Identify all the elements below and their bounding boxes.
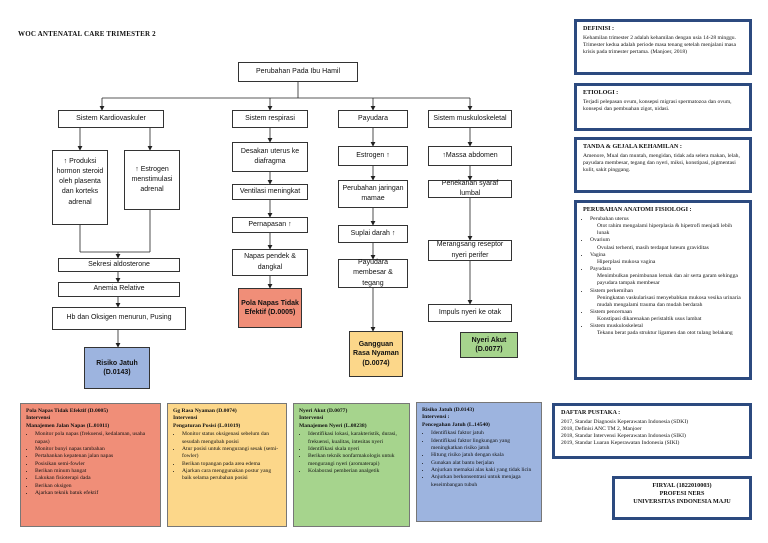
diagnosis-nyeri-akut: Nyeri Akut (D.0077) bbox=[460, 332, 518, 358]
list-item: Anjurkan memakai alas kaki yang tidak li… bbox=[431, 467, 536, 474]
musku-header: Sistem muskuloskeletal bbox=[428, 110, 512, 128]
intervention-box-pola-napas: Pola Napas Tidak Efektif (D.0005) Interv… bbox=[20, 403, 161, 527]
list-item: Identifikasi lokasi, karakteristik, dura… bbox=[308, 431, 404, 446]
list-item: Berikan teknik nonfarmakologis untuk men… bbox=[308, 453, 404, 468]
author-university: UNIVERSITAS INDONESIA MAJU bbox=[633, 498, 731, 506]
list-item: 2019, Standar Luaran Keperawatan Indones… bbox=[561, 440, 680, 447]
musku-step-2: Penekanan syaraf lumbal bbox=[428, 180, 512, 198]
list-item: Berikan oksigen bbox=[35, 483, 155, 490]
perubahan-heading: PERUBAHAN ANATOMI FISIOLOGI : bbox=[583, 206, 692, 213]
intervention-box-risiko-jatuh: Risiko Jatuh (D.0143) Intervensi : Pence… bbox=[416, 402, 542, 522]
diagnosis-risiko-jatuh: Risiko Jatuh (D.0143) bbox=[84, 347, 150, 389]
respirasi-step-1: Desakan uterus ke diafragma bbox=[232, 142, 308, 172]
author-program: PROFESI NERS bbox=[659, 490, 705, 498]
list-item: Identifikasi skala nyeri bbox=[308, 446, 404, 453]
list-item: Monitor pola napas (frekuensi, kedalaman… bbox=[35, 431, 155, 446]
diagnosis-rasa-nyaman: Gangguan Rasa Nyaman (D.0074) bbox=[349, 331, 403, 377]
list-item: Gunakan alat bantu berjalan bbox=[431, 460, 536, 467]
respirasi-step-3: Pernapasan ↑ bbox=[232, 217, 308, 233]
list-item: Berikan topangan pada area edema bbox=[182, 461, 281, 468]
respirasi-step-2: Ventilasi meningkat bbox=[232, 184, 308, 200]
payudara-step-2: Perubahan jaringan mamae bbox=[338, 180, 408, 208]
list-item: 2018, Standar Intervensi Keperawatan Ind… bbox=[561, 433, 686, 440]
list-item: 2018, Definisi ANC TM 2, Manjoer bbox=[561, 426, 642, 433]
author-box: FIRYAL (1822010003) PROFESI NERS UNIVERS… bbox=[612, 476, 752, 520]
etiologi-text: Terjadi pelepasan ovum, konsepsi migrasi… bbox=[583, 98, 732, 113]
list-item: Berikan minum hangat bbox=[35, 468, 155, 475]
respirasi-step-4: Napas pendek & dangkal bbox=[232, 249, 308, 276]
list-item: Posisikan semi-fowler bbox=[35, 461, 155, 468]
cardio-left-node: ↑ Produksi hormon steroid oleh plasenta … bbox=[52, 150, 108, 225]
musku-step-1: ↑Massa abdomen bbox=[428, 146, 512, 166]
list-item: Monitor bunyi napas tambahan bbox=[35, 446, 155, 453]
list-item: Ajarkan teknik batuk efektif bbox=[35, 490, 155, 497]
intervention-box-rasa-nyaman: Gg Rasa Nyaman (D.0074) Intervensi Penga… bbox=[167, 403, 287, 527]
list-item: Identifikasi faktor lingkungan yang meni… bbox=[431, 438, 536, 453]
root-label: Perubahan Pada Ibu Hamil bbox=[255, 67, 341, 75]
list-item: Monitor status oksigenasi sebelum dan se… bbox=[182, 431, 281, 446]
cardio-step-1: Sekresi aldosterone bbox=[58, 258, 180, 272]
list-item: Hitung risiko jatuh dengan skala bbox=[431, 452, 536, 459]
tanda-text: Amenore, Mual dan muntah, mengidan, tida… bbox=[583, 152, 740, 174]
diagnosis-pola-napas: Pola Napas Tidak Efektif (D.0005) bbox=[238, 288, 302, 328]
list-item: Atur posisi untuk mengurangi sesak (semi… bbox=[182, 446, 281, 461]
musku-step-3: Merangsang reseptor nyeri perifer bbox=[428, 240, 512, 261]
list-item: 2017, Standar Diagnosis Keperawatan Indo… bbox=[561, 418, 689, 425]
list-item: Kolaborasi pemberian analgetik bbox=[308, 468, 404, 475]
etiologi-box: ETIOLOGI : Terjadi pelepasan ovum, konse… bbox=[574, 83, 752, 131]
list-item: Identifikasi faktor jatuh bbox=[431, 430, 536, 437]
cardio-right-node: ↑ Estrogen menstimulasi adrenal bbox=[124, 150, 180, 210]
perubahan-box: PERUBAHAN ANATOMI FISIOLOGI : Perubahan … bbox=[574, 200, 752, 380]
payudara-step-3: Suplai darah ↑ bbox=[338, 225, 408, 243]
definisi-text: Kehamilan trimester 2 adalah kehamilan d… bbox=[583, 34, 737, 56]
cardio-header: Sistem Kardiovaskuler bbox=[58, 110, 164, 128]
definisi-heading: DEFINISI : bbox=[583, 25, 615, 32]
author-name: FIRYAL (1822010003) bbox=[652, 482, 712, 489]
list-item: Ajarkan cara menggunakan postur yang bai… bbox=[182, 468, 281, 483]
intervention-box-nyeri-akut: Nyeri Akut (D.0077) Intervensi Manajemen… bbox=[293, 403, 410, 527]
root-node: Perubahan Pada Ibu Hamil bbox=[238, 62, 358, 82]
list-item: Pertahankan kepatenan jalan napas bbox=[35, 453, 155, 460]
cardio-step-3: Hb dan Oksigen menurun, Pusing bbox=[52, 307, 186, 330]
payudara-header: Payudara bbox=[338, 110, 408, 128]
list-item: Lakukan fisioterapi dada bbox=[35, 475, 155, 482]
cardio-step-2: Anemia Relative bbox=[58, 282, 180, 297]
musku-step-4: Impuls nyeri ke otak bbox=[428, 304, 512, 322]
definisi-box: DEFINISI : Kehamilan trimester 2 adalah … bbox=[574, 19, 752, 75]
tanda-heading: TANDA & GEJALA KEHAMILAN : bbox=[583, 143, 682, 150]
etiologi-heading: ETIOLOGI : bbox=[583, 89, 619, 96]
payudara-step-4: Payudara membesar & tegang bbox=[338, 259, 408, 288]
list-item: Anjurkan berkonsentrasi untuk menjaga ke… bbox=[431, 474, 536, 489]
page-title: WOC ANTENATAL CARE TRIMESTER 2 bbox=[18, 30, 156, 38]
pustaka-heading: DAFTAR PUSTAKA : bbox=[561, 409, 621, 416]
pustaka-box: DAFTAR PUSTAKA : 2017, Standar Diagnosis… bbox=[552, 403, 752, 459]
tanda-box: TANDA & GEJALA KEHAMILAN : Amenore, Mual… bbox=[574, 137, 752, 193]
respirasi-header: Sistem respirasi bbox=[232, 110, 308, 128]
payudara-step-1: Estrogen ↑ bbox=[338, 146, 408, 166]
